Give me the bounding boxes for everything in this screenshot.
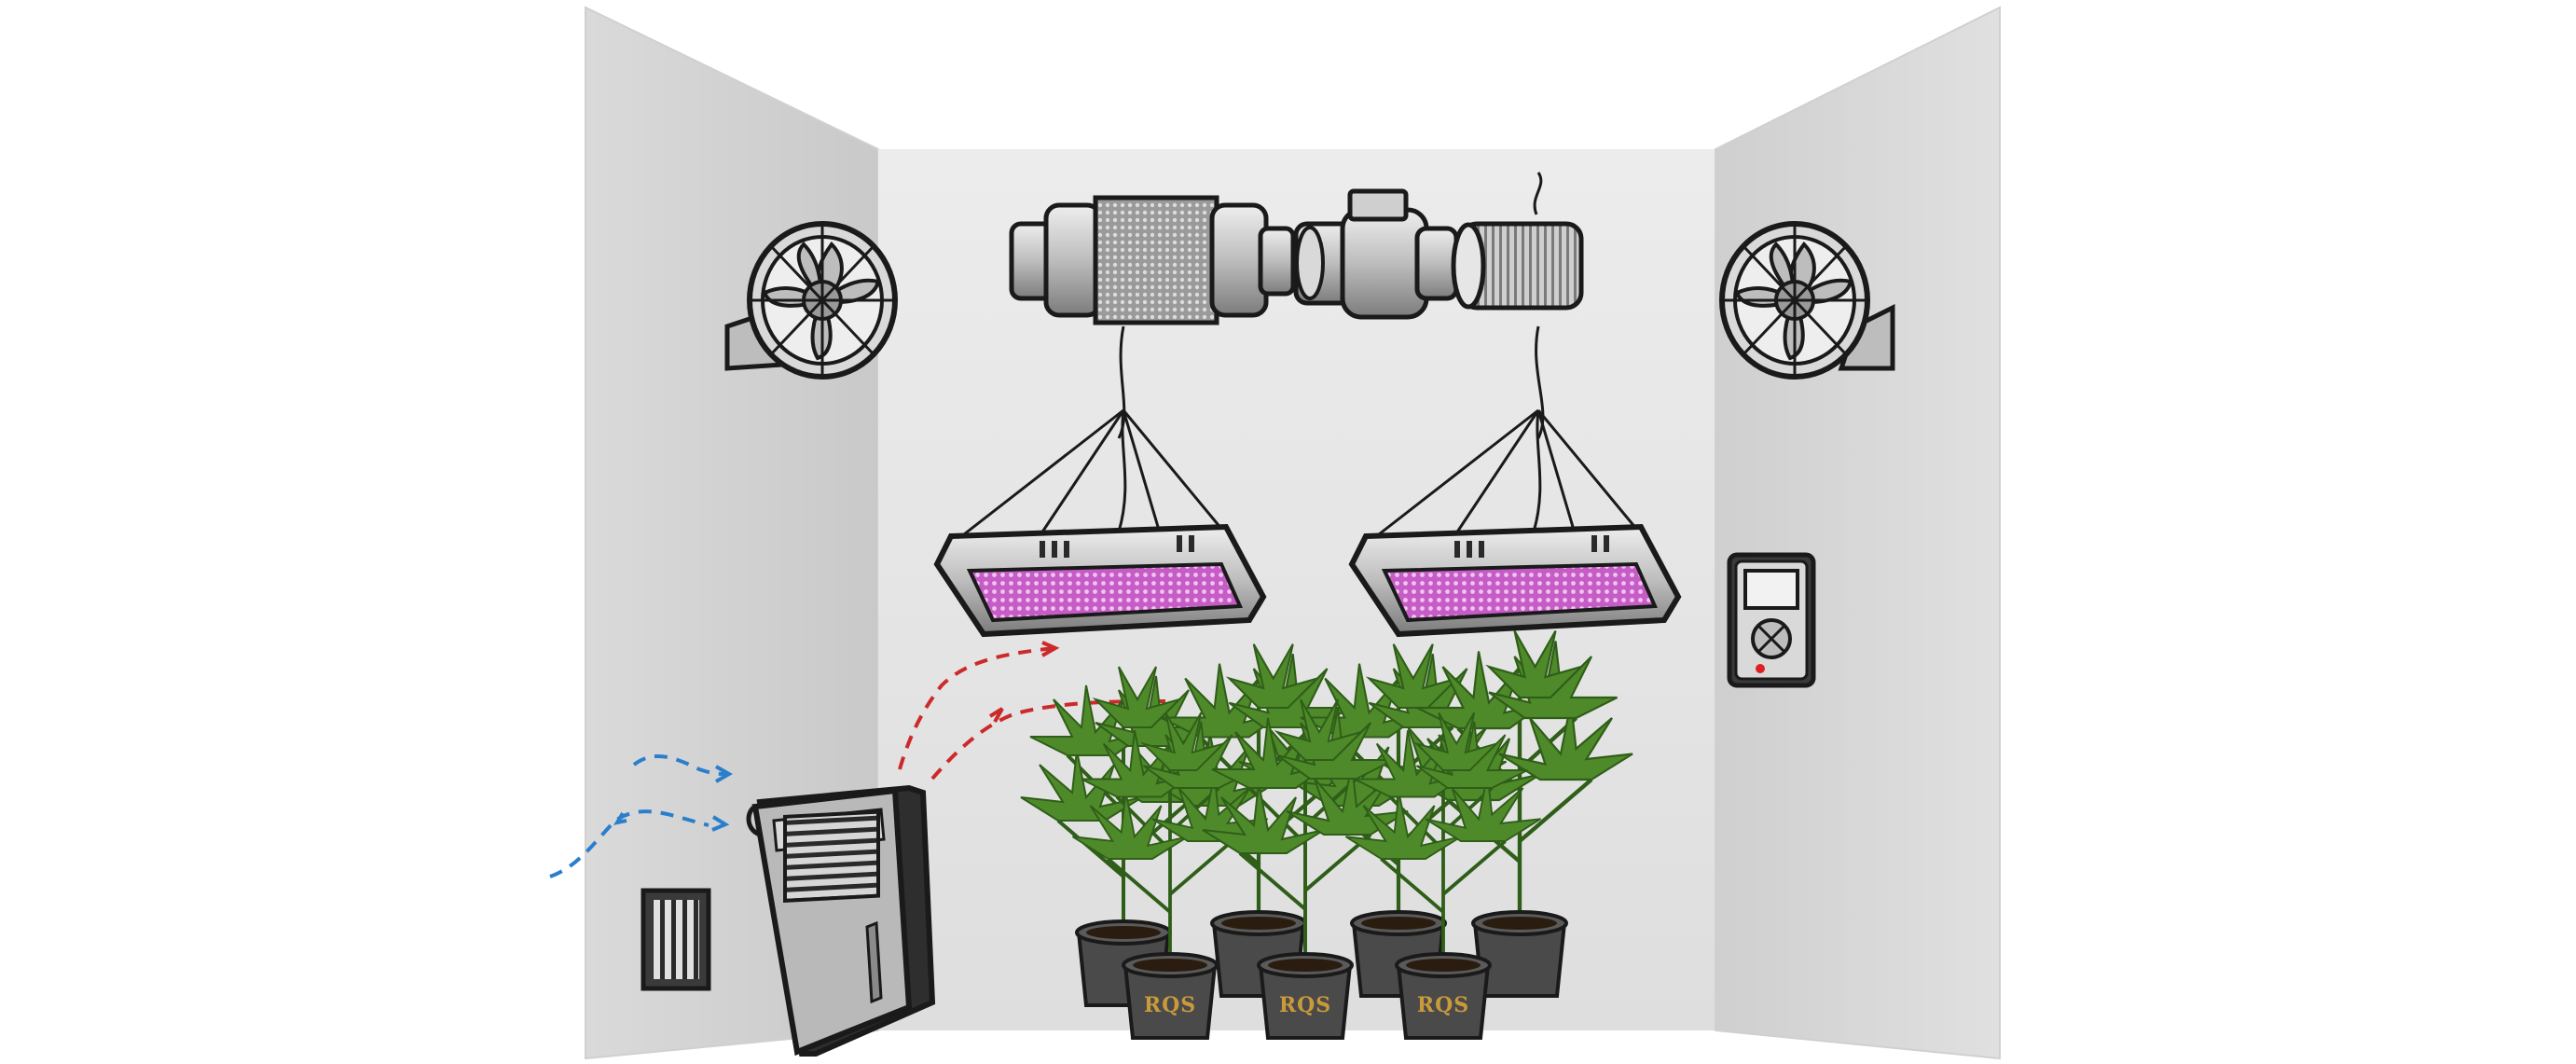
warm-air-arrow (898, 641, 1166, 781)
plant-pot-icon: RQS (1122, 952, 1219, 1040)
climate-controller-icon (1727, 552, 1816, 688)
exhaust-fan-icon (1722, 224, 1867, 377)
plant-pot-icon: RQS (1257, 952, 1354, 1040)
left-wall-fan (724, 224, 895, 377)
dehumidifier-icon (746, 784, 936, 1057)
inline-duct-fan-icon (1293, 188, 1459, 320)
air-vent-icon (641, 888, 711, 991)
pot-brand-label: RQS (1144, 993, 1196, 1017)
led-grow-light-icon (933, 523, 1267, 638)
plant-front-3: RQS (1343, 711, 1543, 1040)
cool-air-arrow (549, 753, 734, 878)
airflow-arrows (549, 641, 1166, 878)
pot-brand-label: RQS (1279, 993, 1331, 1017)
right-grow-light (1348, 325, 1682, 638)
indicator-light (1756, 664, 1765, 673)
right-wall-fan (1722, 224, 1895, 377)
ventilation-system (1009, 172, 1584, 325)
plant-front-2: RQS (1201, 698, 1410, 1040)
plant-pot-icon: RQS (1395, 952, 1492, 1040)
right-wall (1715, 6, 2001, 1060)
exhaust-fan-icon (750, 224, 895, 377)
plant-front-1: RQS (1070, 711, 1270, 1040)
led-grow-light-icon (1348, 523, 1682, 638)
left-grow-light (933, 325, 1267, 638)
plants: RQS RQS RQS (1019, 631, 1632, 1040)
carbon-filter-icon (1009, 195, 1296, 325)
pot-brand-label: RQS (1417, 993, 1469, 1017)
flexible-duct-icon (1451, 172, 1584, 311)
